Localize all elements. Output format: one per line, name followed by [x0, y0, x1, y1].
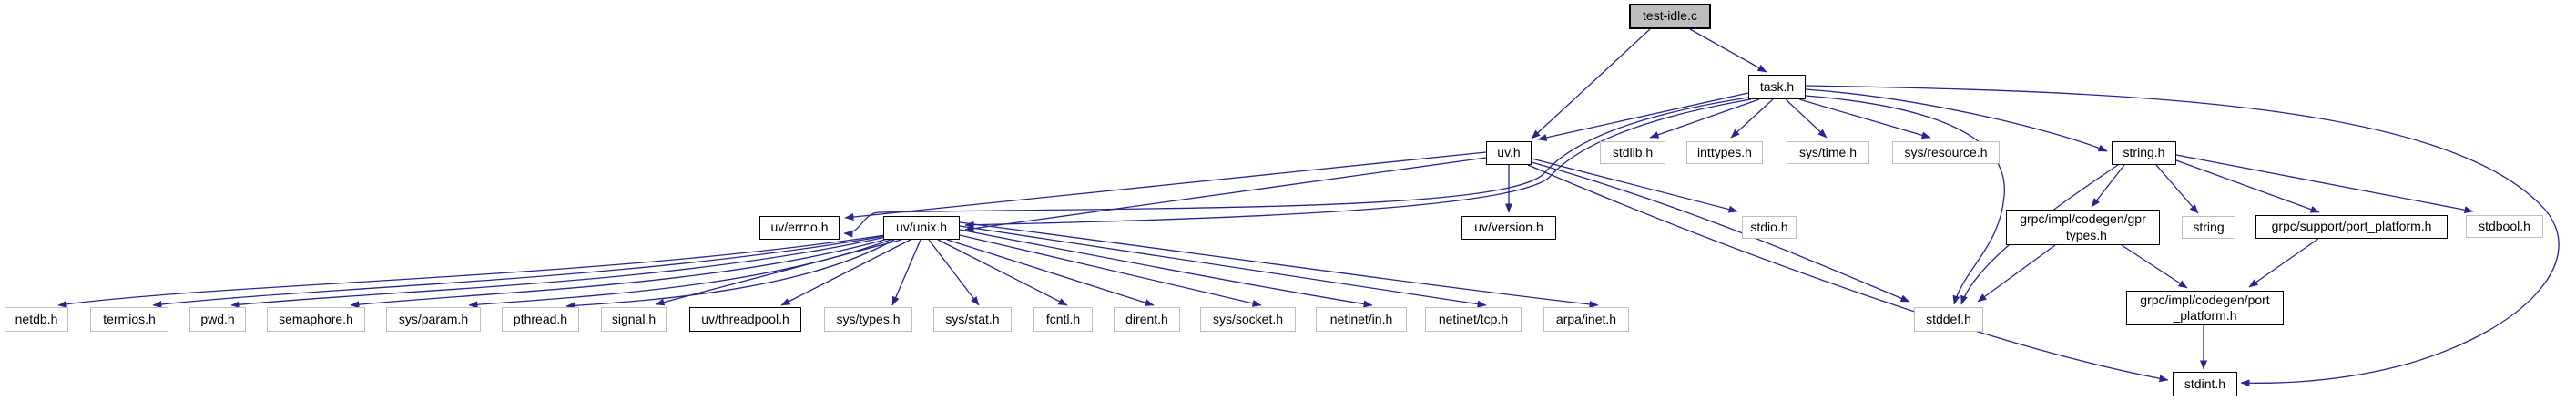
node-stdbool-h: stdbool.h — [2466, 215, 2543, 238]
edge-task-h-to-string-h — [1805, 88, 2108, 152]
edge-task-h-to-inttypes-h — [1730, 98, 1774, 139]
node-sys-param-h: sys/param.h — [386, 307, 481, 332]
node-uv-unix-h[interactable]: uv/unix.h — [883, 216, 960, 240]
edge-uv-unix-h-to-termios-h — [152, 235, 886, 308]
edge-uv-h-to-uv-unix-h — [964, 157, 1487, 232]
edge-task-h-to-stdint-h — [1805, 85, 2560, 387]
node-sys-types-h: sys/types.h — [824, 307, 912, 332]
edge-uv-unix-h-to-sys-stat-h — [928, 239, 980, 306]
node-netinet-tcp-h: netinet/tcp.h — [1425, 307, 1522, 332]
node-pthread-h: pthread.h — [502, 307, 579, 332]
node-fcntl-h: fcntl.h — [1033, 307, 1093, 332]
edge-uv-unix-h-to-sys-socket-h — [959, 234, 1262, 307]
edge-string-h-to-gpr-types — [2091, 164, 2125, 208]
node-stdio-h: stdio.h — [1742, 216, 1797, 239]
node-netdb-h: netdb.h — [5, 307, 68, 332]
edge-uv-unix-h-to-semaphore-h — [350, 238, 889, 309]
edge-uv-unix-h-to-uv-threadpool-h — [780, 239, 911, 306]
edge-task-h-to-stdlib-h — [1649, 98, 1760, 139]
edge-task-h-to-uv-h — [1537, 92, 1749, 141]
edge-uv-h-to-stddef-h — [1531, 161, 1910, 303]
node-arpa-inet-h: arpa/inet.h — [1543, 307, 1629, 332]
edge-uv-unix-h-to-signal-h — [655, 239, 902, 306]
edge-task-h-to-sys-time-h — [1785, 98, 1828, 139]
edge-gpr-types-to-stddef-h — [1977, 244, 2056, 303]
edge-task-h-to-stddef-h — [1805, 95, 2005, 305]
node-stdlib-h: stdlib.h — [1600, 141, 1665, 164]
edge-uv-unix-h-to-fcntl-h — [937, 239, 1068, 306]
edge-task-h-to-uv-errno-h — [843, 97, 1749, 238]
edge-uv-unix-h-to-sys-param-h — [468, 239, 891, 309]
node-sys-time-h: sys/time.h — [1787, 141, 1869, 164]
edge-support-pp-to-codegen-pp — [2248, 238, 2319, 288]
node-semaphore-h: semaphore.h — [267, 307, 365, 332]
node-termios-h: termios.h — [90, 307, 168, 332]
node-netinet-in-h: netinet/in.h — [1316, 307, 1407, 332]
edge-uv-unix-h-to-sys-types-h — [891, 239, 921, 306]
edge-uv-h-to-uv-errno-h — [844, 151, 1487, 221]
edge-task-h-to-uv-unix-h — [964, 98, 1752, 229]
node-sys-stat-h: sys/stat.h — [933, 307, 1012, 332]
node-support-pp[interactable]: grpc/support/port_platform.h — [2255, 215, 2448, 239]
node-gpr-types[interactable]: grpc/impl/codegen/gpr _types.h — [2006, 210, 2160, 245]
node-task-h[interactable]: task.h — [1748, 75, 1806, 99]
node-stddef-h: stddef.h — [1914, 307, 1983, 332]
edge-uv-unix-h-to-netdb-h — [57, 234, 886, 308]
edge-test-idle-c-to-task-h — [1689, 28, 1767, 73]
node-stdint-h[interactable]: stdint.h — [2173, 372, 2237, 396]
node-pwd-h: pwd.h — [189, 307, 246, 332]
node-uv-errno-h[interactable]: uv/errno.h — [759, 216, 840, 240]
edge-uv-h-to-stdio-h — [1531, 158, 1738, 213]
node-uv-h[interactable]: uv.h — [1486, 141, 1532, 165]
edge-uv-unix-h-to-arpa-inet-h — [959, 221, 1599, 308]
edge-uv-h-to-stdint-h — [1527, 164, 2169, 383]
node-test-idle-c[interactable]: test-idle.c — [1629, 4, 1711, 29]
node-sys-resource-h: sys/resource.h — [1892, 141, 2000, 164]
node-string: string — [2182, 216, 2235, 239]
edge-string-h-to-stdbool-h — [2175, 154, 2474, 214]
edge-uv-unix-h-to-netinet-tcp-h — [959, 225, 1487, 308]
edge-uv-unix-h-to-pthread-h — [565, 239, 895, 310]
node-codegen-pp[interactable]: grpc/impl/codegen/port _platform.h — [2126, 291, 2284, 325]
node-dirent-h: dirent.h — [1114, 307, 1180, 332]
edge-task-h-to-sys-resource-h — [1798, 98, 1931, 139]
node-string-h[interactable]: string.h — [2112, 141, 2176, 165]
edge-string-h-to-string — [2155, 164, 2199, 214]
node-uv-threadpool-h[interactable]: uv/threadpool.h — [689, 307, 801, 332]
edge-uv-unix-h-to-dirent-h — [946, 239, 1155, 306]
node-signal-h: signal.h — [601, 307, 667, 332]
edge-test-idle-c-to-uv-h — [1531, 28, 1651, 139]
node-inttypes-h: inttypes.h — [1686, 141, 1763, 164]
node-uv-version-h[interactable]: uv/version.h — [1461, 216, 1556, 240]
edge-string-h-to-support-pp — [2175, 159, 2320, 213]
edge-uv-unix-h-to-netinet-in-h — [959, 229, 1373, 308]
edge-uv-unix-h-to-pwd-h — [230, 236, 887, 309]
node-sys-socket-h: sys/socket.h — [1200, 307, 1296, 332]
edge-gpr-types-to-codegen-pp — [2121, 244, 2188, 289]
